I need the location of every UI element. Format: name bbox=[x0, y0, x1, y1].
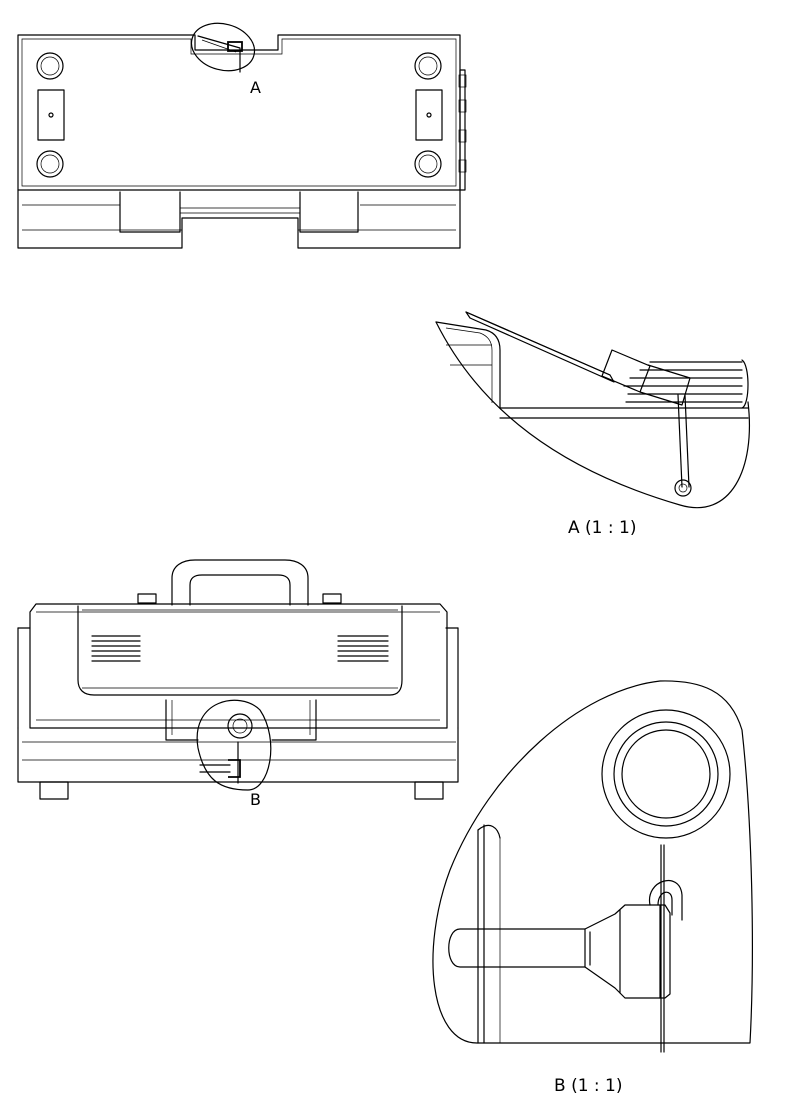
left-vent bbox=[91, 635, 141, 662]
top-view bbox=[17, 22, 467, 249]
detail-b-caption: B (1 : 1) bbox=[554, 1076, 623, 1096]
callout-a-label: A bbox=[250, 78, 261, 97]
detail-b-view bbox=[432, 680, 753, 1053]
right-vent bbox=[337, 635, 389, 662]
detail-a-view bbox=[435, 311, 750, 509]
callout-b-label: B bbox=[250, 790, 261, 809]
detail-a-caption: A (1 : 1) bbox=[568, 518, 636, 538]
front-view bbox=[17, 559, 459, 800]
